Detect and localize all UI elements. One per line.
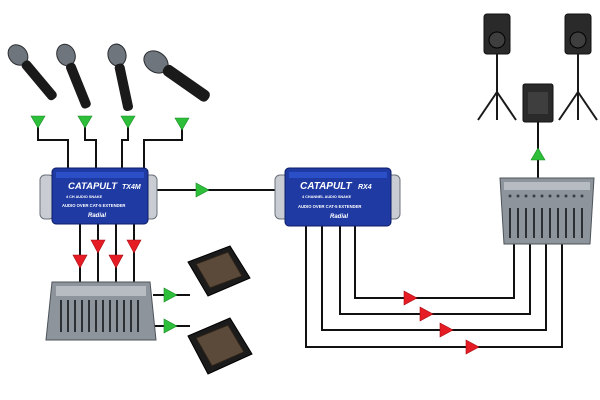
tx-out-4-arrow [126,239,142,254]
rx-chassis [284,167,392,227]
rx-out-4-arrow [465,339,480,355]
tx-chassis [51,167,149,225]
rx-out-2-arrow [419,306,434,322]
rx-tagline: AUDIO OVER CAT-5 EXTENDER [298,204,361,209]
rx-maker: Radial [330,214,348,220]
catapult-tx-unit: CATAPULT TX4M 4 CH AUDIO SNAKE AUDIO OVE… [39,167,158,225]
tx-brand: CATAPULT [68,181,118,192]
microphone-icon [7,44,57,101]
speaker-icon [558,13,598,121]
floor-monitor-icon [187,245,251,297]
speaker-icon [477,13,517,121]
microphone-icon [56,43,91,109]
mic-3-arrow [120,115,136,129]
rx-out-3-cable [321,225,547,331]
signal-arrows [30,115,546,355]
mixer-to-pa-arrow [530,147,546,161]
stage-mixer-body [45,281,157,341]
microphone-icon [107,43,133,112]
rx-brand: CATAPULT [300,181,353,192]
foh-mixer-body [499,177,595,245]
mixer-icon [499,177,595,245]
tx-out-3-arrow [108,254,124,269]
rx-model: RX4 [358,184,372,191]
microphone-icon [143,50,210,102]
mixer-icon [45,281,157,341]
rx-out-1-cable [354,225,515,299]
tx-model: TX4M [122,184,141,191]
wedge-1-arrow [163,287,178,303]
cat5-link-arrow [195,182,210,198]
rx-out-3-arrow [439,322,454,338]
mic-4-arrow [174,117,190,131]
mic-2-arrow [77,115,93,129]
mic-2-cable [84,120,97,170]
catapult-rx-unit: CATAPULT RX4 4 CHANNEL AUDIO SNAKE AUDIO… [274,167,401,227]
rx-subtitle: 4 CHANNEL AUDIO SNAKE [302,195,352,199]
tx-subtitle: 4 CH AUDIO SNAKE [66,195,103,199]
tx-out-1-arrow [72,254,88,269]
wires [37,120,563,348]
tx-tagline: AUDIO OVER CAT-5 EXTENDER [62,203,125,208]
floor-monitor-icon [187,317,253,375]
tx-out-2-arrow [90,239,106,254]
mic-1-arrow [30,115,46,129]
rx-out-1-arrow [403,290,418,306]
stage-mixer-channels [60,300,139,332]
rx-out-2-cable [339,225,531,315]
subwoofer-icon [522,83,554,123]
mic-3-cable [121,120,129,170]
mic-4-cable [143,124,183,170]
wedge-2-arrow [163,318,178,334]
rx-out-4-cable [305,225,563,348]
microphones [7,43,210,112]
tx-maker: Radial [88,213,106,219]
mic-1-cable [37,120,69,170]
foh-mixer-channels [508,194,584,238]
